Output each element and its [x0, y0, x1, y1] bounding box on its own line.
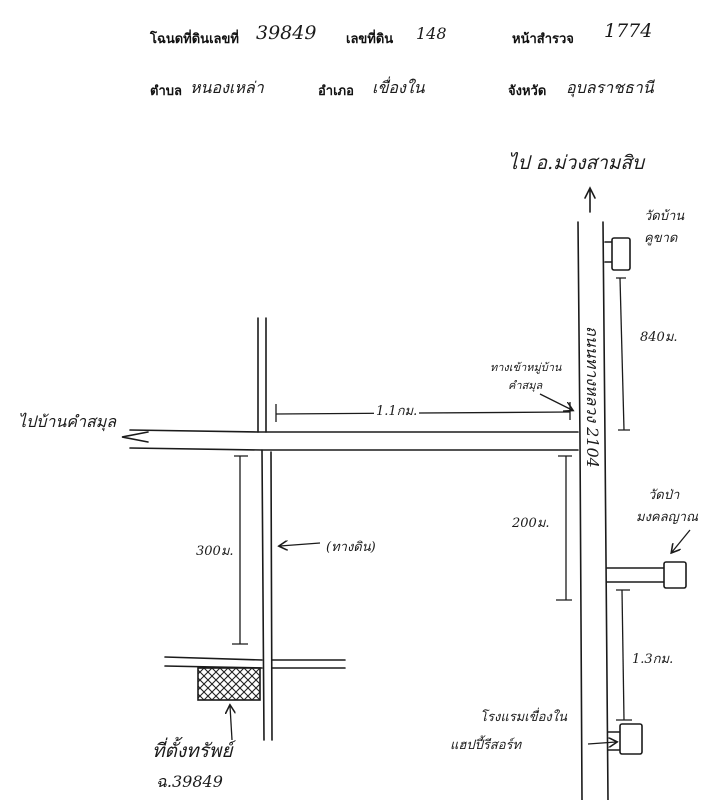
deed-no-value: 39849: [256, 22, 317, 44]
side-road-north-edge: [129, 429, 579, 433]
label-wat-pa-1: วัดป่า: [648, 488, 680, 503]
label-path-to-village-1: ทางเข้าหมู่บ้าน: [490, 361, 562, 374]
label-to-ban-kham-samun: ไปบ้านคำสมุล: [18, 412, 117, 431]
label-hotel-1: โรงแรมเขื่องใน: [480, 710, 567, 725]
dirt-road-left-edge: [261, 449, 265, 741]
province-value: อุบลราชธานี: [566, 78, 654, 97]
label-deed-ref: ฉ.39849: [156, 772, 223, 791]
leader-dirt-road: [280, 543, 321, 546]
label-dist-200: 200ม.: [512, 516, 550, 531]
property-parcel: [197, 667, 261, 701]
deed-no-label: โฉนดที่ดินเลขที่: [150, 32, 239, 47]
dim-840-line: [619, 277, 625, 431]
highway-right-edge: [602, 221, 609, 800]
wat-kukhat-building: [611, 237, 631, 271]
wat-pa-building: [663, 561, 687, 589]
label-wat-pa-2: มงคลญาณ: [636, 510, 699, 525]
label-dist-840: 840ม.: [640, 330, 678, 345]
label-wat-ban-kukhat: วัดบ้าน คูขาด: [644, 209, 685, 246]
land-no-label: เลขที่ดิน: [346, 32, 394, 47]
north-arrow: [584, 186, 596, 213]
amphoe-value: เขื่องใน: [372, 78, 425, 97]
label-property: ที่ตั้งทรัพย์: [152, 740, 233, 762]
label-road-name: ถนนทางหลวง 2104: [583, 326, 602, 468]
survey-no-label: หน้าสำรวจ: [512, 32, 574, 47]
land-no-value: 148: [416, 24, 447, 43]
survey-no-value: 1774: [604, 20, 653, 42]
leader-hotel: [587, 742, 616, 744]
dim-1-3km-line: [621, 589, 625, 721]
hotel-spur: [607, 731, 621, 751]
label-dist-1-1km: 1.1กม.: [374, 400, 420, 421]
label-dirt-road: (ทางดิน): [326, 540, 376, 555]
side-road-south-edge: [129, 447, 579, 451]
label-hotel-2: แฮปปี้รีสอร์ท: [450, 738, 522, 753]
leader-wat-pa: [672, 529, 691, 552]
label-path-to-village-2: คำสมุล: [508, 379, 543, 392]
leader-property: [230, 706, 232, 741]
amphoe-label: อำเภอ: [318, 84, 354, 99]
province-label: จังหวัด: [508, 84, 547, 99]
wat-kukhat-spur: [604, 241, 613, 263]
dirt-road-right-edge: [270, 451, 273, 741]
label-dist-300: 300ม.: [196, 544, 234, 559]
label-to-muang-sam-sip: ไป อ.ม่วงสามสิบ: [508, 152, 645, 174]
cross-road-top-edge: [164, 656, 346, 661]
hotel-building: [619, 723, 643, 755]
highway-left-edge: [577, 221, 583, 800]
leader-path-to-village: [539, 393, 572, 410]
dim-1-1km-line: [275, 411, 571, 415]
side-road-west-arrow: [121, 431, 149, 443]
label-dist-1-3km: 1.3กม.: [632, 652, 674, 667]
tambon-label: ตำบล: [150, 84, 182, 99]
tambon-value: หนองเหล่า: [190, 78, 264, 97]
